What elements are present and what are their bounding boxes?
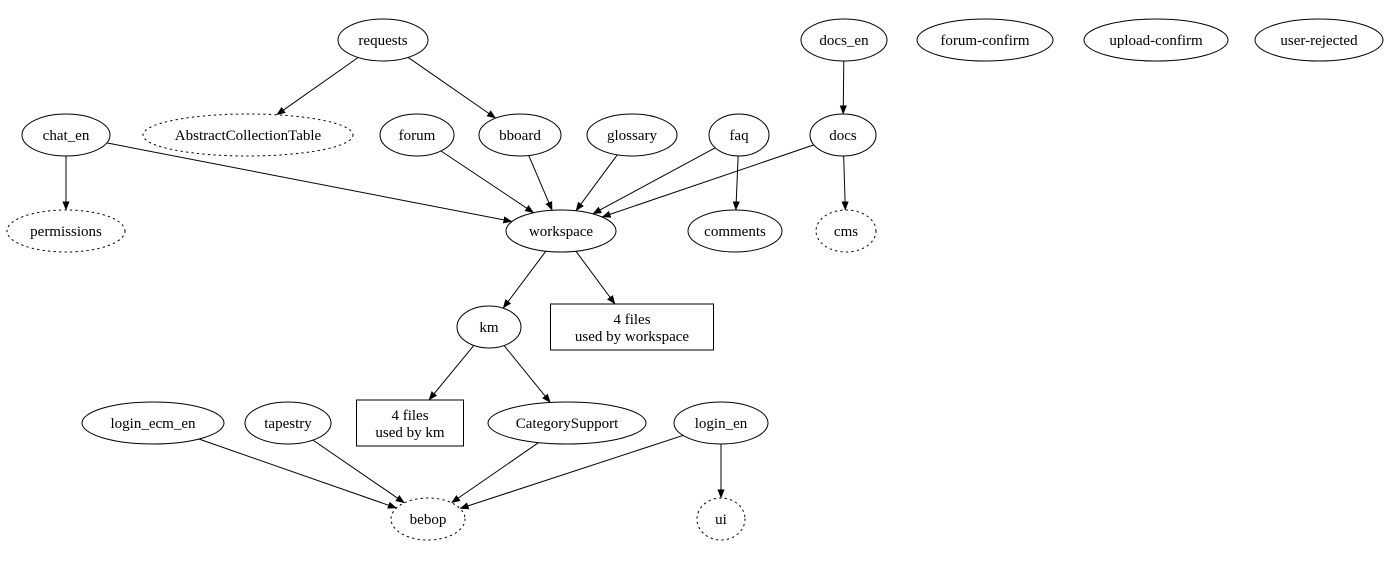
edge-km-CategorySupport — [503, 345, 551, 403]
node-label: login_ecm_en — [111, 416, 196, 432]
edge-login_ecm_en-bebop — [198, 438, 397, 509]
node-workspace: workspace — [505, 209, 617, 253]
node-AbstractCollectionTable: AbstractCollectionTable — [142, 113, 354, 157]
node-CategorySupport: CategorySupport — [487, 401, 647, 445]
node-ellipse-shape — [673, 401, 769, 445]
node-ellipse-shape — [244, 401, 332, 445]
node-ellipse-shape — [708, 113, 770, 157]
node-forum-confirm: forum-confirm — [916, 18, 1054, 62]
node-ellipse-shape — [487, 401, 647, 445]
edge-docs-workspace — [601, 144, 815, 218]
node-ellipse-shape — [687, 209, 783, 253]
node-ellipse-shape — [337, 18, 429, 62]
node-glossary: glossary — [586, 113, 678, 157]
node-ellipse-shape — [379, 113, 455, 157]
edge-tapestry-bebop — [312, 439, 405, 504]
edge-faq-workspace — [592, 147, 716, 215]
node-ui: ui — [696, 497, 746, 541]
edge-docs-cms — [841, 155, 849, 211]
node-chat_en: chat_en — [21, 113, 111, 157]
node-ellipse-shape — [505, 209, 617, 253]
node-ellipse-shape — [21, 113, 111, 157]
edge-km-files_km — [428, 345, 475, 401]
node-label: AbstractCollectionTable — [175, 128, 322, 144]
node-ellipse-shape — [1083, 18, 1229, 62]
node-label: login_en — [695, 416, 748, 432]
node-ellipse-shape — [456, 305, 522, 349]
edge-requests-bboard — [407, 57, 497, 119]
node-faq: faq — [708, 113, 770, 157]
edges-layer — [62, 57, 849, 510]
node-docs: docs — [809, 113, 877, 157]
node-ellipse-shape — [809, 113, 877, 157]
node-label: user-rejected — [1280, 33, 1358, 49]
node-ellipse-shape — [390, 497, 466, 541]
node-label: forum — [399, 128, 436, 144]
edge-faq-comments — [732, 155, 740, 211]
node-ellipse-shape — [586, 113, 678, 157]
node-ellipse-shape — [81, 401, 225, 445]
edge-forum-workspace — [440, 150, 535, 214]
node-label: tapestry — [264, 416, 312, 432]
node-label: requests — [358, 33, 407, 49]
node-label: bboard — [499, 128, 541, 144]
node-permissions: permissions — [6, 209, 126, 253]
edge-login_en-bebop — [459, 434, 684, 510]
node-label: cms — [834, 224, 858, 240]
node-label: faq — [729, 128, 749, 144]
node-ellipse-shape — [916, 18, 1054, 62]
node-requests: requests — [337, 18, 429, 62]
node-label: km — [479, 320, 499, 336]
edge-workspace-files_workspace — [575, 250, 616, 305]
node-user-rejected: user-rejected — [1254, 18, 1384, 62]
node-label: forum-confirm — [940, 33, 1029, 49]
node-bebop: bebop — [390, 497, 466, 541]
node-label: docs_en — [819, 33, 869, 49]
node-label: ui — [715, 512, 727, 528]
node-upload-confirm: upload-confirm — [1083, 18, 1229, 62]
node-label: upload-confirm — [1109, 33, 1203, 49]
edge-docs_en-docs — [839, 60, 847, 115]
node-comments: comments — [687, 209, 783, 253]
node-ellipse-shape — [815, 209, 877, 253]
node-ellipse-shape — [6, 209, 126, 253]
node-label: permissions — [30, 224, 102, 240]
node-box-shape — [550, 303, 714, 351]
node-label: workspace — [529, 224, 593, 240]
node-docs_en: docs_en — [800, 18, 888, 62]
node-ellipse-shape — [142, 113, 354, 157]
edge-glossary-workspace — [575, 154, 618, 212]
nodes-layer: requests docs_en forum-confirm upload-confi… — [6, 18, 1384, 541]
edge-CategorySupport-bebop — [451, 442, 539, 504]
edge-bboard-workspace — [528, 155, 553, 211]
node-ellipse-shape — [478, 113, 562, 157]
node-login_en: login_en — [673, 401, 769, 445]
node-login_ecm_en: login_ecm_en — [81, 401, 225, 445]
node-bboard: bboard — [478, 113, 562, 157]
node-ellipse-shape — [800, 18, 888, 62]
node-label: bebop — [410, 512, 447, 528]
node-km: km — [456, 305, 522, 349]
node-ellipse-shape — [1254, 18, 1384, 62]
node-forum: forum — [379, 113, 455, 157]
node-cms: cms — [815, 209, 877, 253]
edge-chat_en-workspace — [106, 142, 513, 224]
edge-workspace-km — [502, 250, 547, 309]
node-box-shape — [356, 399, 464, 447]
node-label: chat_en — [43, 128, 90, 144]
node-tapestry: tapestry — [244, 401, 332, 445]
node-label: glossary — [607, 128, 657, 144]
node-label: docs — [829, 128, 857, 144]
node-label: CategorySupport — [516, 416, 619, 432]
edge-requests-AbstractCollectionTable — [276, 57, 359, 116]
node-ellipse-shape — [696, 497, 746, 541]
node-label: comments — [704, 224, 766, 240]
